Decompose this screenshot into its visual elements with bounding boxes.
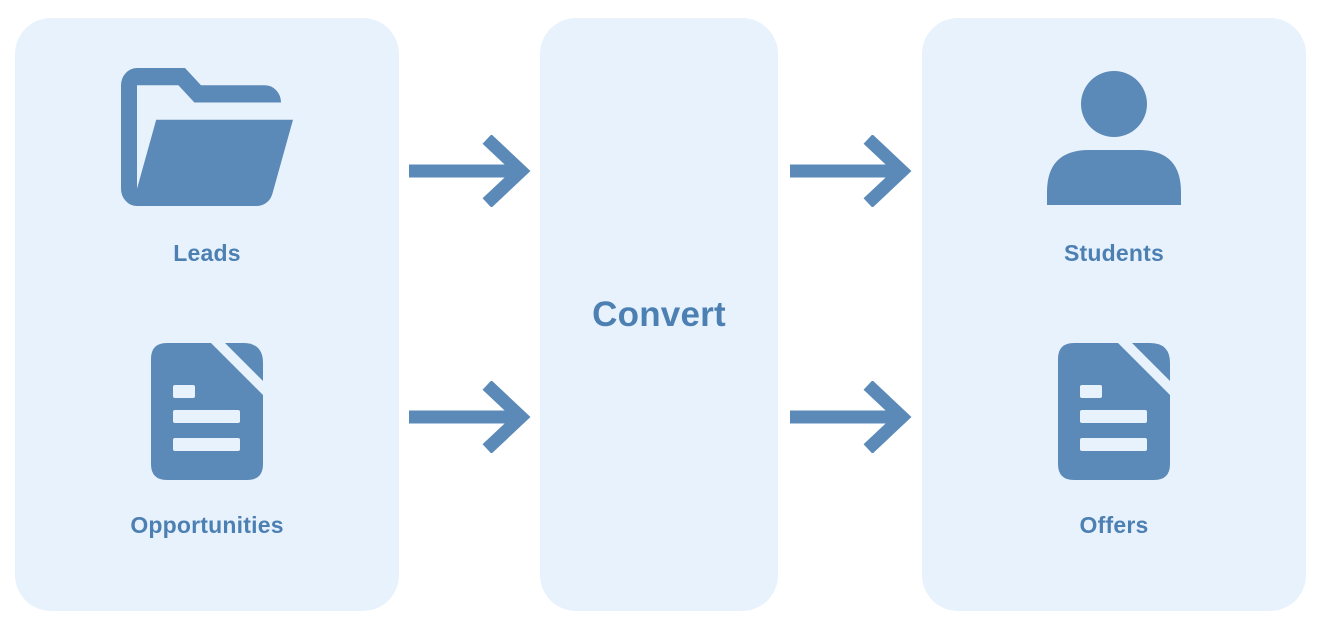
arrow-convert-to-students-icon xyxy=(790,134,912,208)
arrow-opportunities-to-convert-icon xyxy=(409,380,531,454)
results-panel: Students Offers xyxy=(922,18,1306,611)
person-icon xyxy=(1047,71,1181,205)
opportunities-label: Opportunities xyxy=(130,512,284,538)
leads-label: Leads xyxy=(173,240,241,266)
document-icon xyxy=(1058,343,1170,480)
convert-panel: Convert xyxy=(540,18,778,611)
document-icon xyxy=(151,343,263,480)
open-folder-icon xyxy=(121,68,293,206)
students-label: Students xyxy=(1064,240,1164,266)
sources-panel: Leads Opportunities xyxy=(15,18,399,611)
arrow-leads-to-convert-icon xyxy=(409,134,531,208)
convert-title: Convert xyxy=(592,294,726,334)
arrow-convert-to-offers-icon xyxy=(790,380,912,454)
offers-label: Offers xyxy=(1079,512,1149,538)
